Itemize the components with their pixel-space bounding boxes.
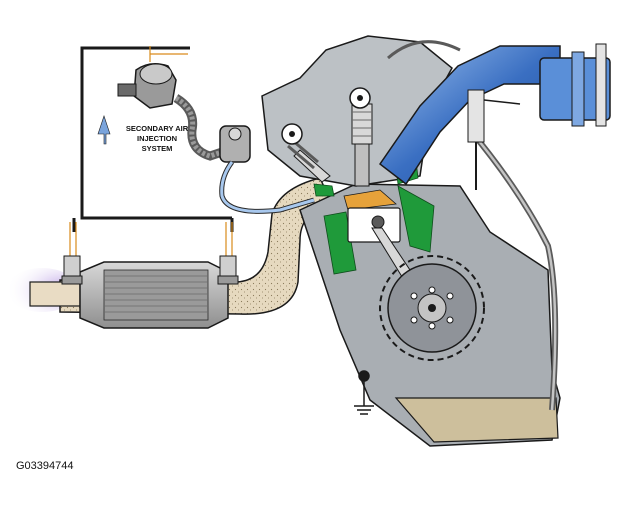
up-arrow-icon	[97, 115, 111, 145]
label-line-2: INJECTION	[136, 134, 177, 143]
oil-sump	[394, 397, 559, 443]
fuel-injector	[467, 89, 521, 190]
label-line-3: SYSTEM	[141, 144, 173, 153]
secondary-air-injection-label: SECONDARY AIR INJECTION SYSTEM	[112, 124, 202, 154]
vacuum-line	[387, 40, 461, 60]
downstream-oxygen-sensor	[217, 255, 239, 285]
secondary-air-pump	[117, 63, 177, 109]
ground-symbol-icon	[354, 370, 374, 415]
label-line-1: SECONDARY AIR	[125, 124, 189, 133]
converter-core	[103, 269, 209, 321]
spark-plug	[351, 103, 373, 187]
crankshaft-pulley	[379, 255, 485, 361]
sensor-leads	[69, 46, 233, 256]
combustion-chamber	[343, 189, 397, 211]
upstream-oxygen-sensor	[61, 255, 83, 285]
air-injection-valve	[219, 125, 251, 163]
figure-id: G03394744	[16, 460, 74, 472]
tailpipe	[29, 281, 81, 307]
